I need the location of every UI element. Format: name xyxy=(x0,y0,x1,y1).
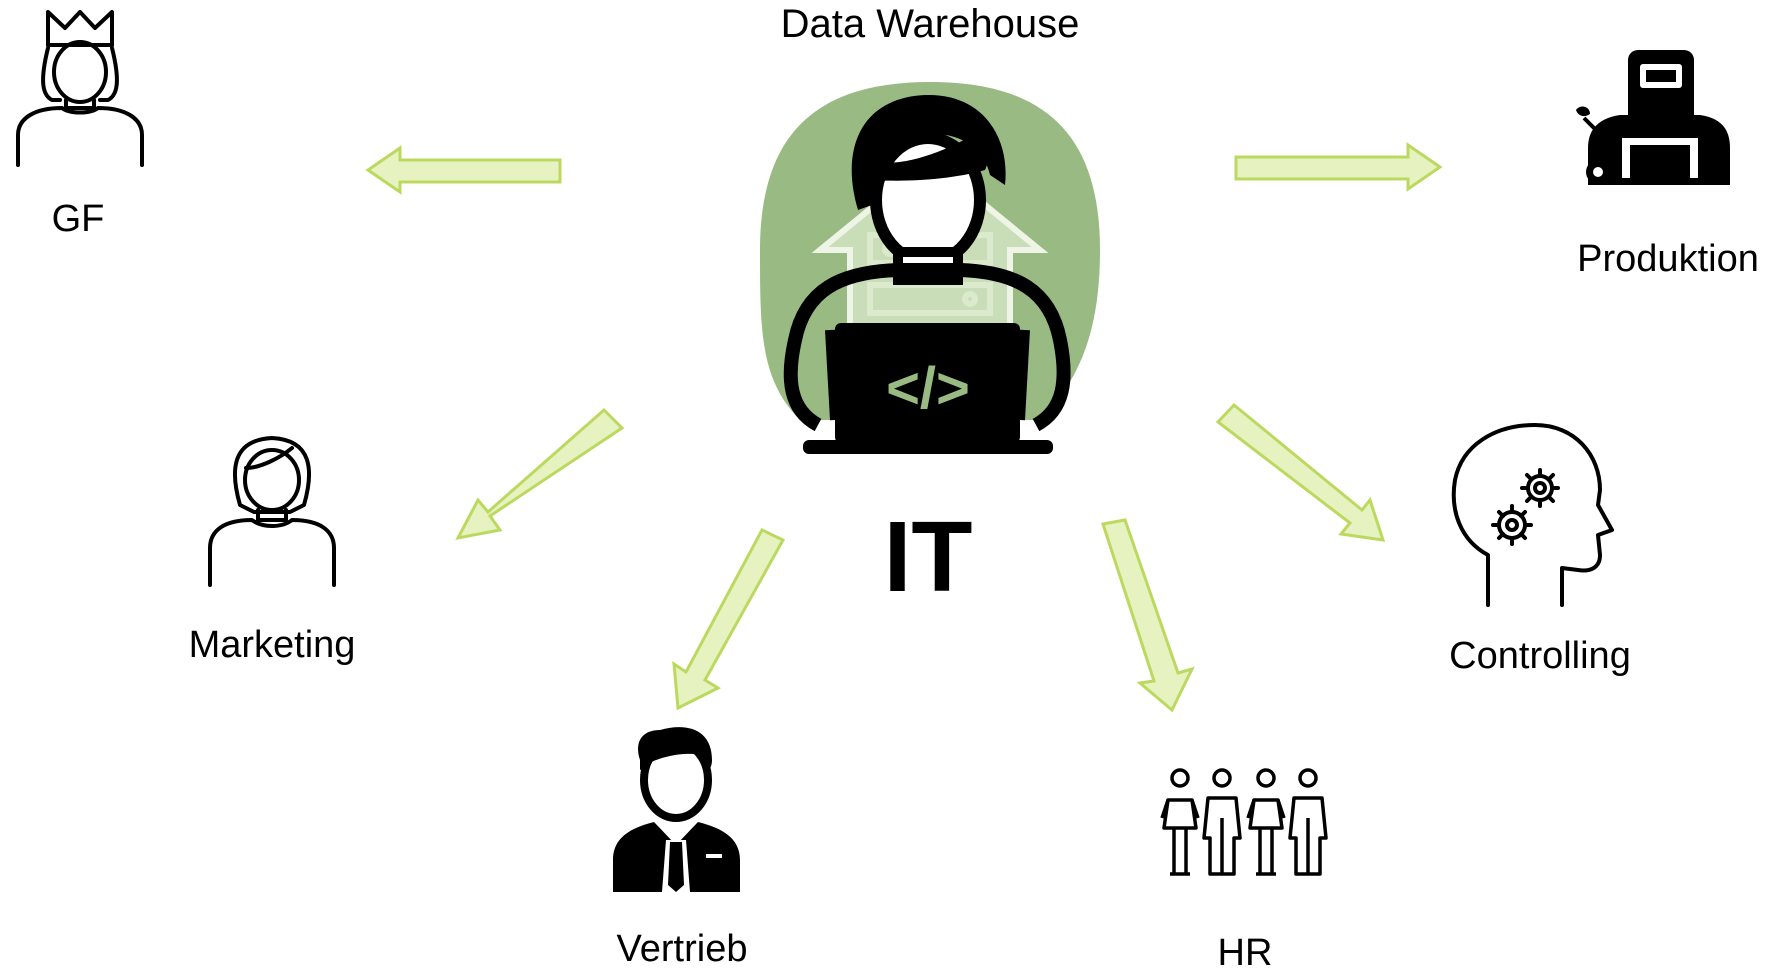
code-symbol: </> xyxy=(886,356,970,421)
department-label-controlling: Controlling xyxy=(1449,635,1631,677)
arrow-to-vertrieb xyxy=(672,528,786,711)
diagram-title: Data Warehouse xyxy=(780,2,1080,46)
department-label-gf: GF xyxy=(51,198,105,240)
arrow-to-gf xyxy=(365,145,562,195)
arrow-to-marketing xyxy=(455,407,625,541)
welder-icon xyxy=(1576,50,1730,185)
people-group-icon xyxy=(1160,768,1328,876)
developer-with-laptop-icon: </> xyxy=(783,94,1071,454)
center-label-it: IT xyxy=(883,501,973,613)
arrow-to-hr xyxy=(1101,518,1195,713)
department-label-marketing: Marketing xyxy=(188,624,356,666)
head-gears-icon xyxy=(1451,423,1614,607)
department-label-vertrieb: Vertrieb xyxy=(616,928,748,970)
arrows xyxy=(365,142,1443,713)
department-label-hr: HR xyxy=(1217,932,1273,974)
woman-person-icon xyxy=(208,436,336,587)
businessman-icon xyxy=(613,727,740,892)
department-label-produktion: Produktion xyxy=(1577,238,1759,280)
arrow-to-produktion xyxy=(1234,142,1443,192)
arrow-to-controlling xyxy=(1215,402,1386,542)
queen-person-icon xyxy=(16,10,144,167)
